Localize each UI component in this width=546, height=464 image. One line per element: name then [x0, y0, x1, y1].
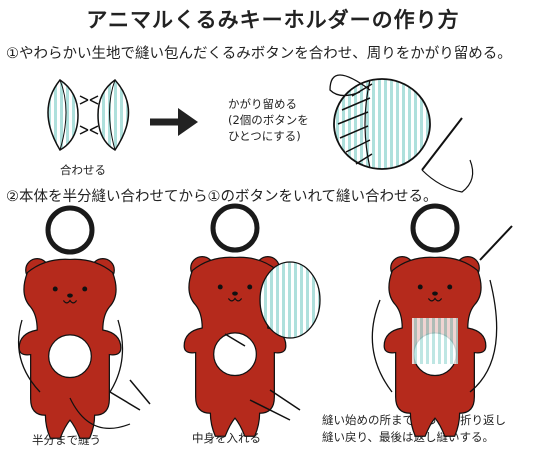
bear-step-c — [371, 203, 513, 437]
label-kagari: かがり留める (2個のボタンを ひとつにする) — [228, 96, 309, 144]
needle-icon — [421, 117, 474, 193]
arrow-right-icon — [150, 108, 198, 136]
page-title: アニマルくるみキーホルダーの作り方 — [86, 8, 460, 32]
label-kagari-line1: かがり留める — [228, 97, 297, 111]
step-2-text: ②本体を半分縫い合わせてから①のボタンをいれて縫い合わせる。 — [6, 189, 438, 205]
label-awaseru: 合わせる — [60, 163, 106, 177]
button-halves-illustration — [47, 78, 130, 152]
bear-step-b — [183, 203, 321, 437]
bear-step-a — [17, 205, 151, 439]
label-kagari-line2: (2個のボタンを — [228, 113, 309, 127]
key-ring-icon — [45, 205, 95, 255]
step-1-text: ①やわらかい生地で縫い包んだくるみボタンを合わせ、周りをかがり留める。 — [6, 46, 512, 62]
label-kagari-line3: ひとつにする) — [228, 129, 301, 143]
button-icon — [329, 74, 431, 170]
